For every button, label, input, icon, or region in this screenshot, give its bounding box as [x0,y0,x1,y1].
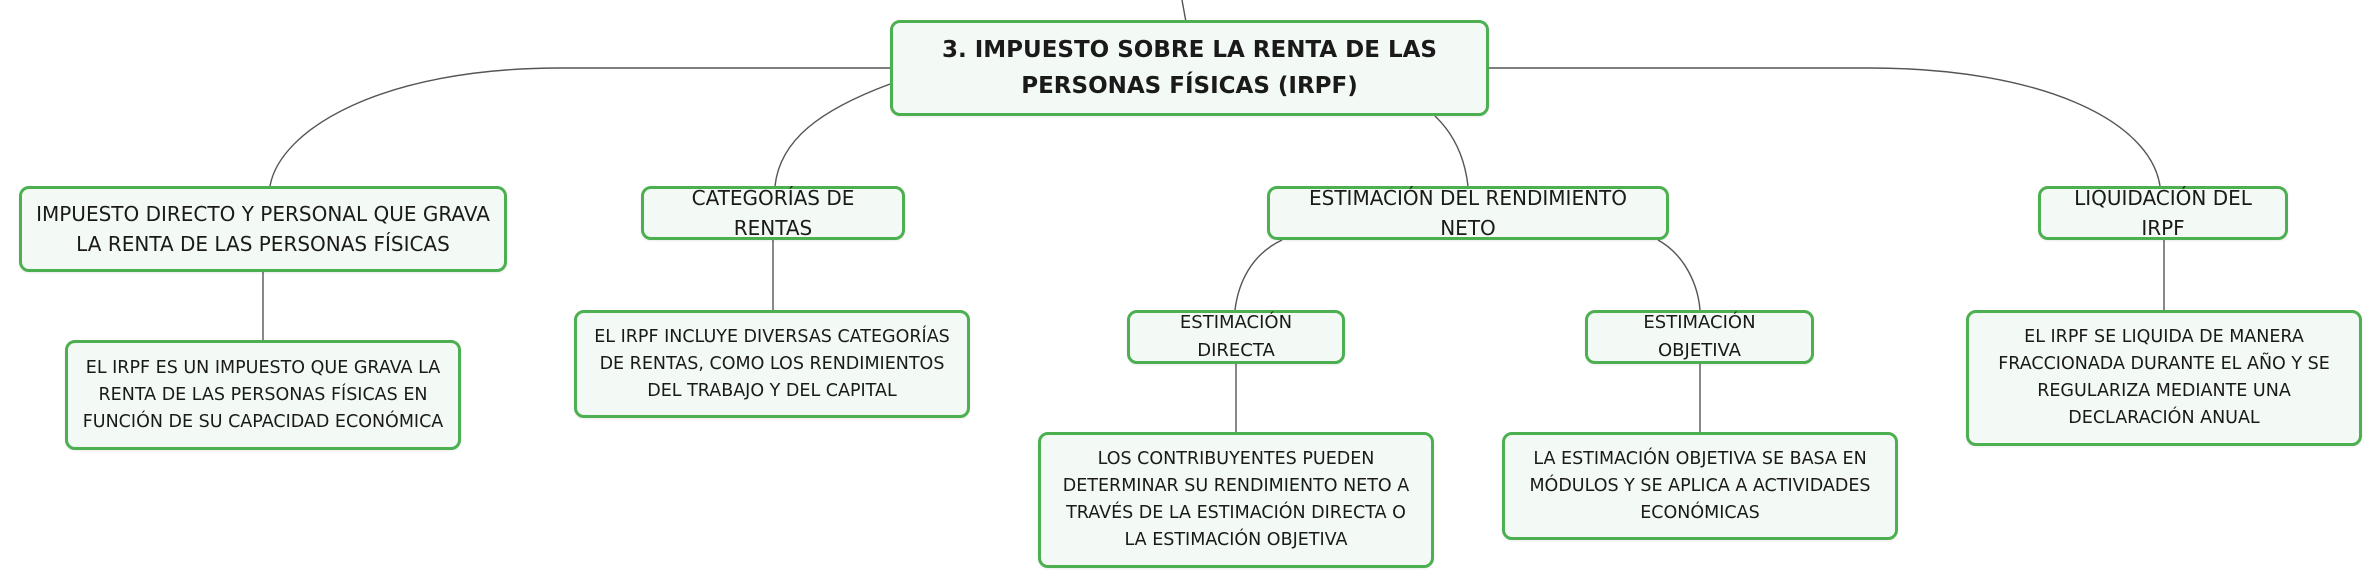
detail-node-text: EL IRPF SE LIQUIDA DE MANERA FRACCIONADA… [1998,327,2330,428]
root-node[interactable]: 3. IMPUESTO SOBRE LA RENTA DE LAS PERSON… [890,20,1489,116]
connector-root-to-branch-4 [1489,67,2161,187]
child-node-label: ESTIMACIÓN DIRECTA [1179,312,1293,361]
detail-node-impuesto-directo[interactable]: EL IRPF ES UN IMPUESTO QUE GRAVA LA RENT… [65,340,461,450]
detail-node-estimacion-directa[interactable]: LOS CONTRIBUYENTES PUEDEN DETERMINAR SU … [1038,432,1434,568]
detail-node-text: EL IRPF ES UN IMPUESTO QUE GRAVA LA RENT… [82,357,444,432]
child-node-estimacion-directa[interactable]: ESTIMACIÓN DIRECTA [1127,310,1345,364]
child-node-label: ESTIMACIÓN OBJETIVA [1643,312,1756,361]
branch-node-liquidacion[interactable]: LIQUIDACIÓN DEL IRPF [2038,186,2288,240]
branch-node-label: IMPUESTO DIRECTO Y PERSONAL QUE GRAVA LA… [36,202,490,256]
detail-node-text: EL IRPF INCLUYE DIVERSAS CATEGORÍAS DE R… [594,326,950,401]
connector-parent-to-root [1181,0,1187,23]
connector-root-to-branch-2 [774,83,891,187]
child-node-estimacion-objetiva[interactable]: ESTIMACIÓN OBJETIVA [1585,310,1814,364]
branch-node-label: LIQUIDACIÓN DEL IRPF [2074,186,2252,240]
branch-node-estimacion-rendimiento[interactable]: ESTIMACIÓN DEL RENDIMIENTO NETO [1267,186,1669,240]
connector-branch-3-to-direct [1234,239,1283,311]
branch-node-label: ESTIMACIÓN DEL RENDIMIENTO NETO [1309,186,1627,240]
detail-node-liquidacion[interactable]: EL IRPF SE LIQUIDA DE MANERA FRACCIONADA… [1966,310,2362,446]
detail-node-categorias[interactable]: EL IRPF INCLUYE DIVERSAS CATEGORÍAS DE R… [574,310,970,418]
detail-node-text: LA ESTIMACIÓN OBJETIVA SE BASA EN MÓDULO… [1529,448,1871,523]
connector-root-to-branch-1 [269,67,890,187]
branch-node-impuesto-directo[interactable]: IMPUESTO DIRECTO Y PERSONAL QUE GRAVA LA… [19,186,507,272]
branch-node-label: CATEGORÍAS DE RENTAS [691,186,855,240]
detail-node-estimacion-objetiva[interactable]: LA ESTIMACIÓN OBJETIVA SE BASA EN MÓDULO… [1502,432,1898,540]
root-node-label: 3. IMPUESTO SOBRE LA RENTA DE LAS PERSON… [941,37,1437,99]
detail-node-text: LOS CONTRIBUYENTES PUEDEN DETERMINAR SU … [1062,449,1410,550]
branch-node-categorias[interactable]: CATEGORÍAS DE RENTAS [641,186,905,240]
connector-root-to-branch-3 [1434,115,1469,187]
connector-branch-3-to-objective [1657,239,1701,311]
